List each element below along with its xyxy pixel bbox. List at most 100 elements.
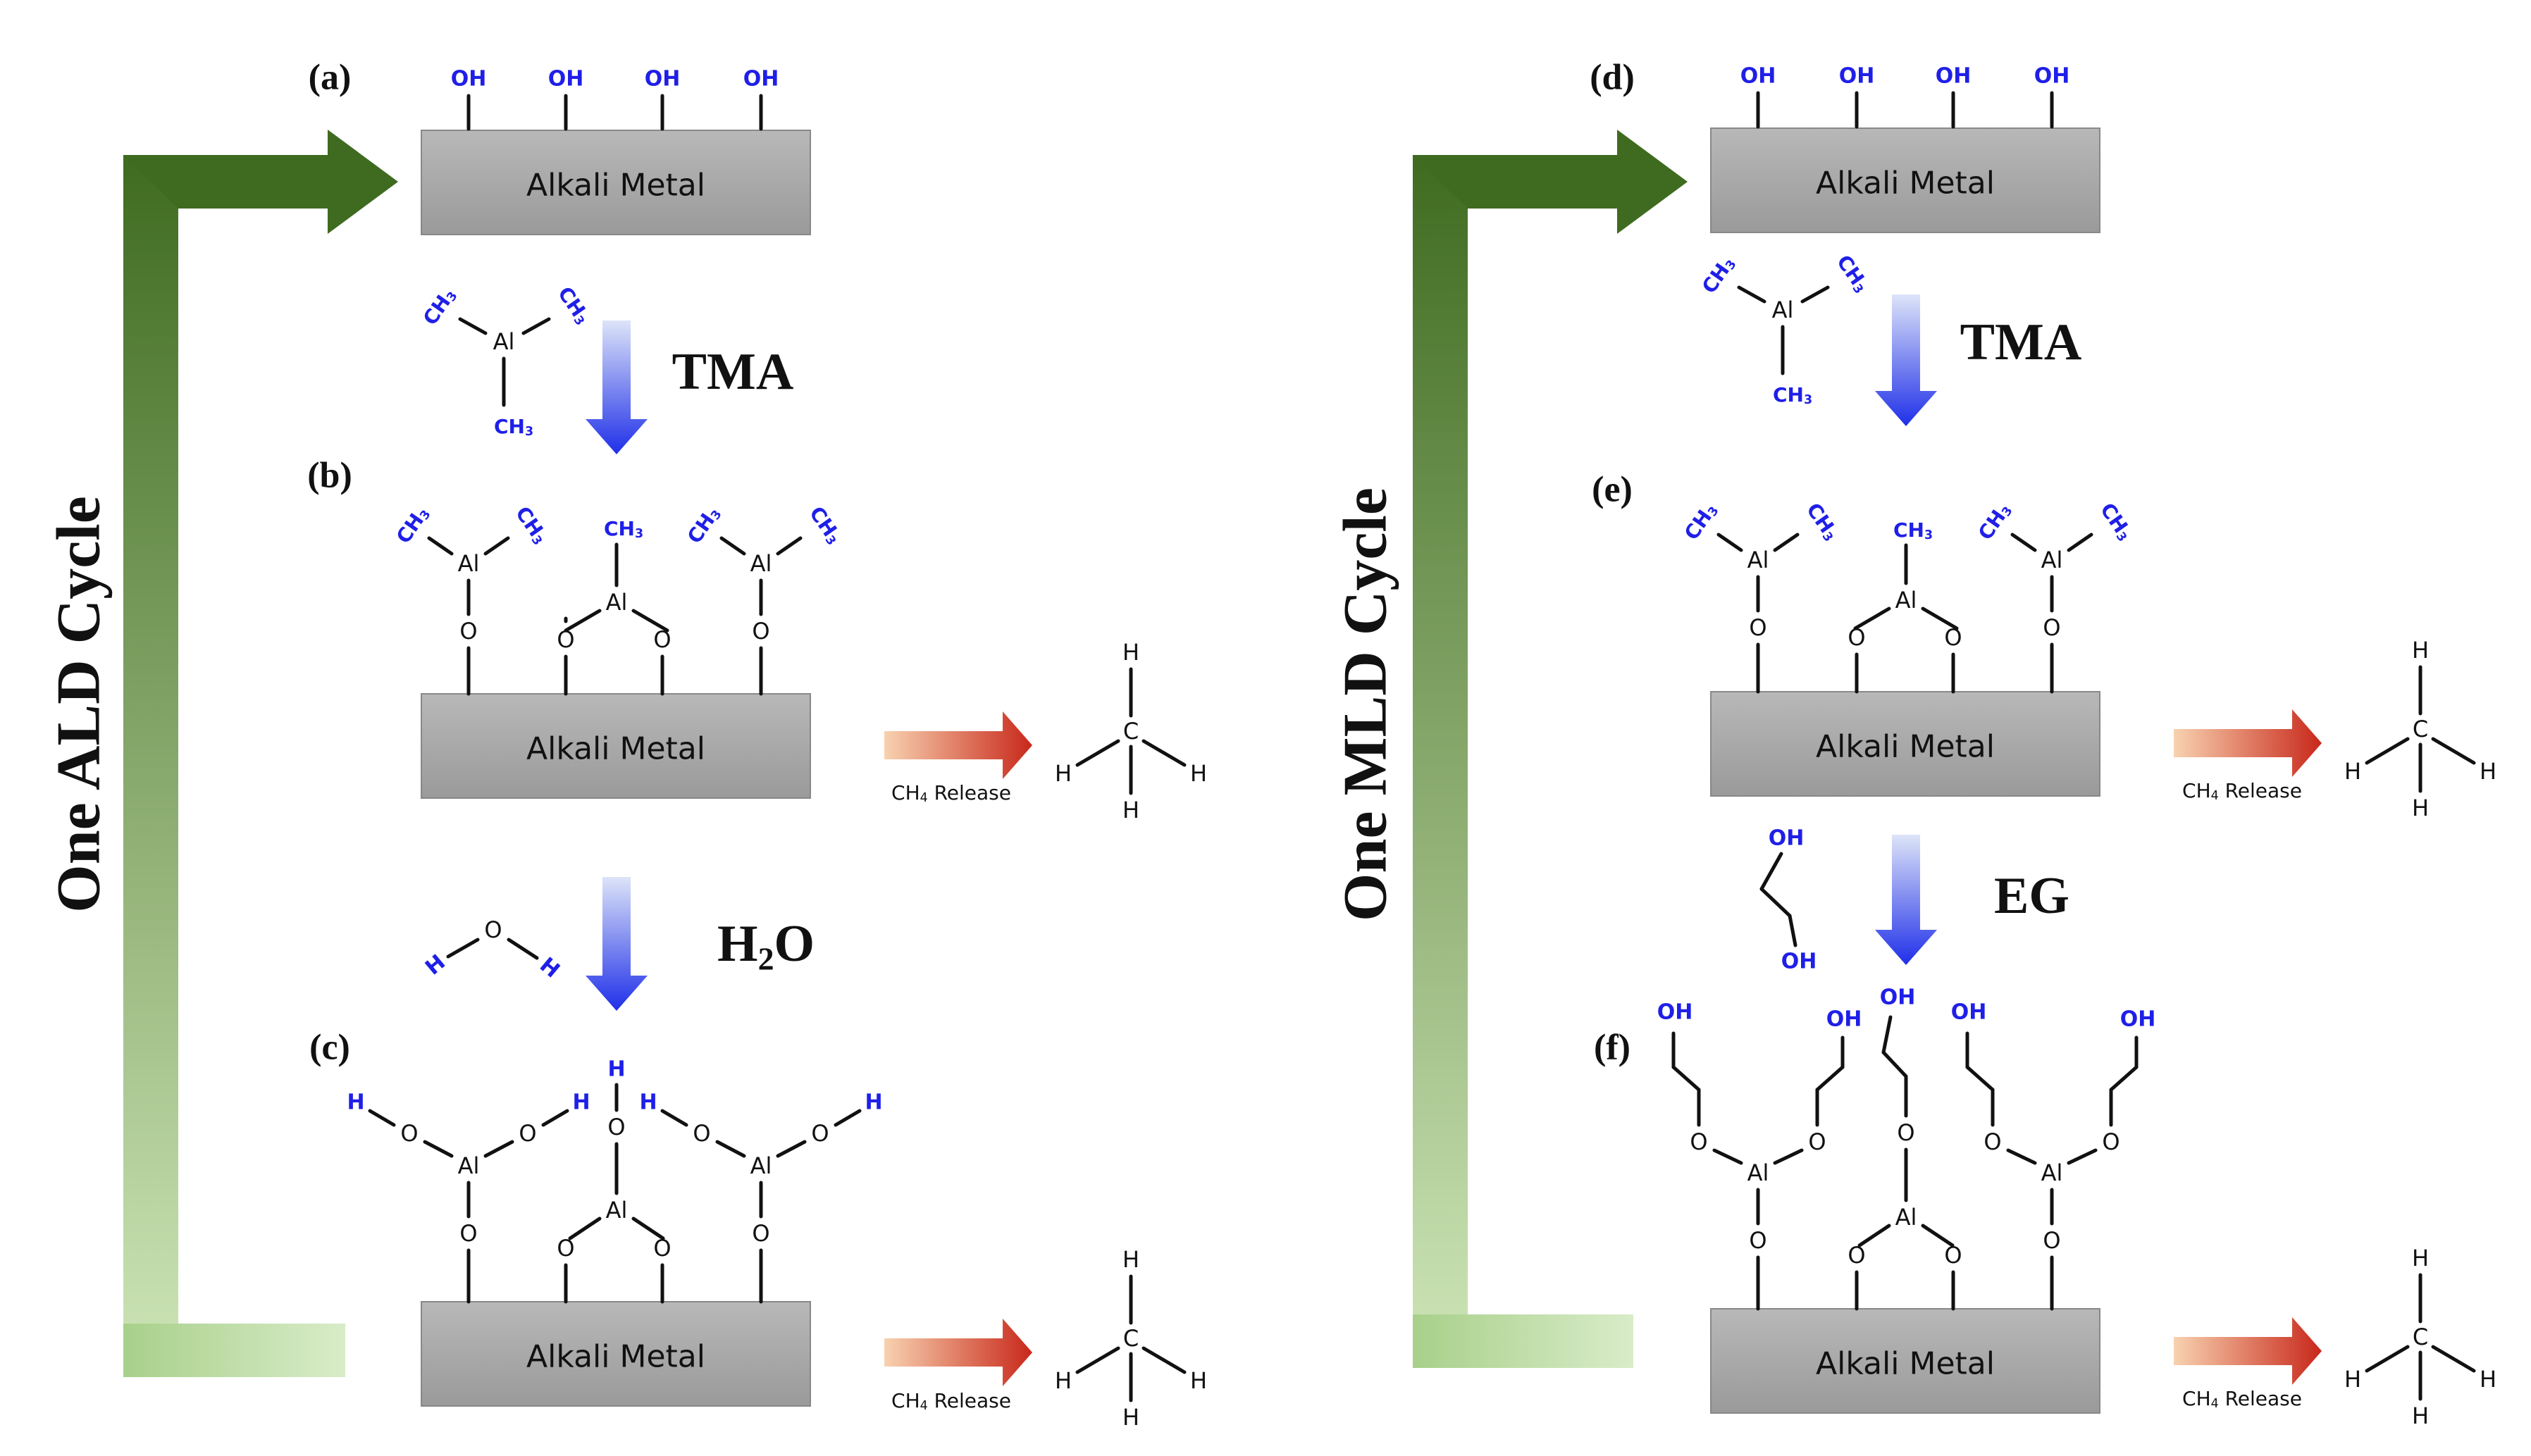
substrate-label: Alkali Metal: [526, 731, 705, 767]
ald-cycle-arrow: [123, 130, 398, 234]
aluminum-label: Al: [606, 1197, 628, 1224]
al-o-bond: [631, 1217, 665, 1240]
oxygen-label: O: [2043, 614, 2060, 641]
methyl-label: CH3: [1973, 499, 2015, 545]
panel-label-b: (b): [307, 456, 352, 496]
al-c-bond: [776, 536, 803, 556]
oxygen-label: O: [459, 618, 477, 645]
hydrogen-label: H: [1122, 1246, 1139, 1273]
oxygen-label: O: [557, 626, 574, 653]
oxygen-label: O: [1848, 1242, 1865, 1269]
ch-bond: [1141, 739, 1187, 767]
mld-cycle-arrow: [1413, 130, 1688, 234]
ald-cycle-label: One ALD Cycle: [45, 496, 113, 913]
oh-bond: [368, 1109, 396, 1127]
oxygen-label: O: [1749, 614, 1766, 641]
substrate-label: Alkali Metal: [526, 168, 705, 204]
chain-bond: [1815, 1065, 1845, 1092]
oxygen-label: O: [1984, 1128, 2001, 1155]
oxygen-label: O: [1944, 624, 1962, 651]
release-arrow-c: [884, 1319, 1032, 1386]
aluminum-label: Al: [2041, 1159, 2063, 1186]
al-o-bond: [1712, 1148, 1743, 1165]
release-label: CH4 Release: [891, 781, 1011, 805]
hydroxyl-label: OH: [743, 67, 779, 92]
mld-cycle-bar: [1413, 155, 1468, 1368]
al-c-bond: [2067, 533, 2093, 552]
al-o-bond: [423, 1140, 454, 1158]
methyl-label: CH3: [510, 502, 552, 549]
chain-bond: [1881, 1015, 1893, 1054]
al-c-bond: [1773, 533, 1800, 552]
al-c-bond: [521, 317, 551, 335]
oxygen-label: O: [653, 1235, 671, 1262]
hydrogen-label: H: [2412, 637, 2429, 664]
substrate-d: [1710, 127, 2100, 233]
hydrogen-label: H: [2412, 1245, 2429, 1271]
methyl-label: CH3: [391, 502, 433, 549]
panel-label-f: (f): [1594, 1028, 1630, 1068]
al-c-bond: [1716, 533, 1743, 552]
ch-bond: [1075, 1346, 1120, 1374]
ch-bond: [1141, 1346, 1187, 1374]
oxygen-label: O: [653, 626, 671, 653]
hydrogen-label: H: [865, 1090, 882, 1115]
hydroxyl-label: OH: [1951, 1000, 1987, 1025]
al-c-bond: [1800, 285, 1830, 304]
ch-bond: [2365, 737, 2410, 765]
methyl-label: CH3: [1801, 499, 1843, 545]
substrate-f: [1710, 1308, 2100, 1414]
methyl-label: CH3: [1831, 251, 1874, 297]
h2o-arrow: [586, 877, 648, 1011]
al-c-bond: [458, 317, 488, 335]
al-o-bond: [483, 1140, 514, 1158]
aluminum-label: Al: [750, 1152, 772, 1179]
chain-bond: [1671, 1065, 1701, 1092]
eg-bond: [1788, 914, 1797, 947]
methyl-label: CH3: [2095, 499, 2137, 545]
carbon-label: C: [2413, 1324, 2428, 1350]
panel-label-a: (a): [309, 58, 352, 98]
tma-arrow-1: [586, 321, 648, 454]
al-o-bond: [564, 609, 602, 633]
hydrogen-label: H: [1190, 1367, 1207, 1394]
release-arrow-f: [2174, 1317, 2322, 1385]
mld-cycle-label: One MLD Cycle: [1332, 487, 1400, 921]
hydroxyl-label: OH: [645, 67, 681, 92]
oh-bond: [834, 1109, 862, 1127]
oh-bond: [507, 938, 539, 960]
ch-bond: [1075, 739, 1120, 767]
oh-bond: [446, 938, 480, 959]
methyl-label: CH3: [552, 282, 595, 329]
release-label: CH4 Release: [891, 1389, 1011, 1413]
oxygen-label: O: [400, 1120, 418, 1147]
methyl-label: CH3: [1679, 499, 1721, 545]
ch-bond: [2431, 737, 2476, 765]
oxygen-label: O: [752, 1220, 769, 1247]
eg-arrow: [1875, 835, 1937, 965]
substrate-e: [1710, 691, 2100, 797]
substrate-label: Alkali Metal: [1816, 1346, 1995, 1382]
aluminum-label: Al: [493, 328, 515, 355]
hydroxyl-label: OH: [1769, 826, 1805, 851]
release-label: CH4 Release: [2182, 779, 2302, 803]
carbon-label: C: [2413, 716, 2428, 742]
eg-bond: [1759, 887, 1792, 918]
methyl-label: CH3: [418, 284, 460, 330]
hydroxyl-label: OH: [1880, 985, 1916, 1010]
oxygen-label: O: [484, 916, 502, 943]
hydrogen-label: H: [1122, 639, 1139, 666]
hydroxyl-label: OH: [1781, 950, 1817, 974]
hydroxyl-label: OH: [1839, 64, 1875, 89]
oxygen-label: O: [2043, 1227, 2060, 1254]
aluminum-label: Al: [750, 550, 772, 577]
methyl-label: CH3: [604, 517, 643, 541]
aluminum-label: Al: [1895, 587, 1917, 614]
oh-bond: [541, 1109, 569, 1127]
hydroxyl-label: OH: [1936, 64, 1972, 89]
hydrogen-label: H: [607, 1057, 625, 1082]
hydroxyl-label: OH: [1657, 1000, 1693, 1025]
substrate-b: [421, 693, 811, 799]
methyl-label: CH3: [1893, 518, 1933, 542]
